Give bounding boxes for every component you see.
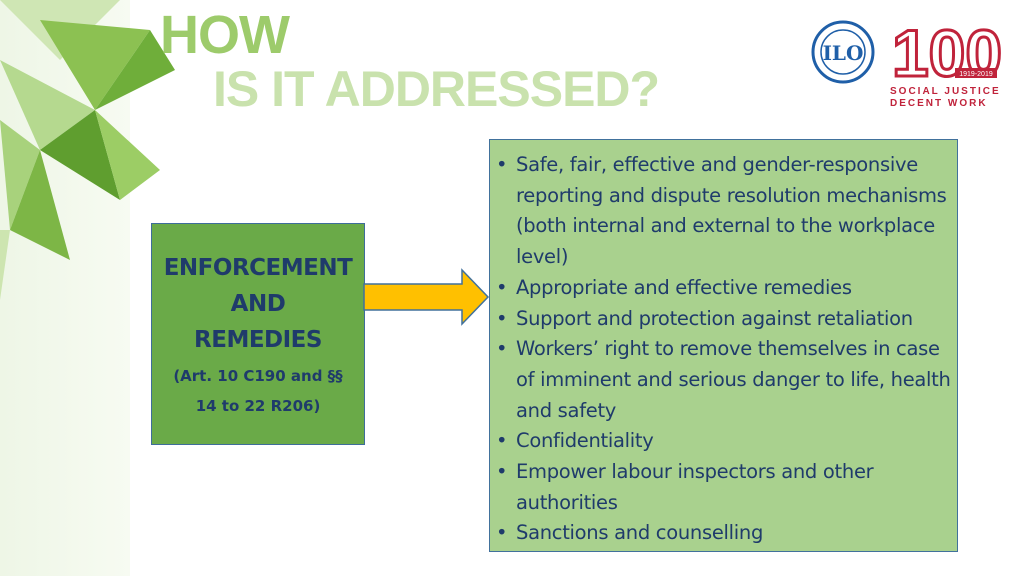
ilo-100-logo: ILO 100 1919-2019 (805, 15, 1005, 113)
title-line-2: IS IT ADDRESSED? (213, 61, 660, 117)
anniversary-number: 100 (892, 18, 1002, 88)
article-reference-2: 14 to 22 R206) (195, 397, 321, 415)
list-item: •Confidentiality (496, 429, 654, 453)
list-item: •Appropriate and effective remedies (496, 275, 852, 299)
measures-list: •Safe, fair, effective and gender-respon… (494, 150, 951, 549)
logo-tagline: SOCIAL JUSTICE DECENT WORK (890, 86, 1001, 110)
title-line-1: HOW (160, 5, 290, 65)
ilo-emblem-text: ILO (823, 41, 864, 65)
tagline-line-2: DECENT WORK (890, 98, 988, 109)
ilo-emblem-icon: ILO 100 1919-2019 (811, 15, 1004, 92)
anniversary-years: 1919-2019 (959, 71, 993, 78)
list-item: •Sanctions and counselling (496, 521, 764, 545)
list-item: •Support and protection against retaliat… (496, 306, 913, 330)
article-reference-1: (Art. 10 C190 and §§ (173, 367, 343, 385)
enforcement-heading-2: AND (230, 291, 286, 317)
measures-box: •Safe, fair, effective and gender-respon… (489, 139, 958, 552)
tagline-line-1: SOCIAL JUSTICE (890, 86, 1001, 97)
right-arrow-icon (363, 268, 490, 326)
list-item: •Workers’ right to remove themselves in … (496, 337, 951, 422)
enforcement-box: ENFORCEMENT AND REMEDIES (Art. 10 C190 a… (151, 223, 365, 445)
enforcement-heading-1: ENFORCEMENT (163, 255, 353, 281)
enforcement-heading-3: REMEDIES (194, 327, 322, 353)
decorative-leaves (0, 0, 180, 576)
list-item: •Empower labour inspectors and other aut… (496, 460, 874, 514)
list-item: •Safe, fair, effective and gender-respon… (496, 153, 947, 269)
origami-leaf-graphic (0, 0, 175, 300)
